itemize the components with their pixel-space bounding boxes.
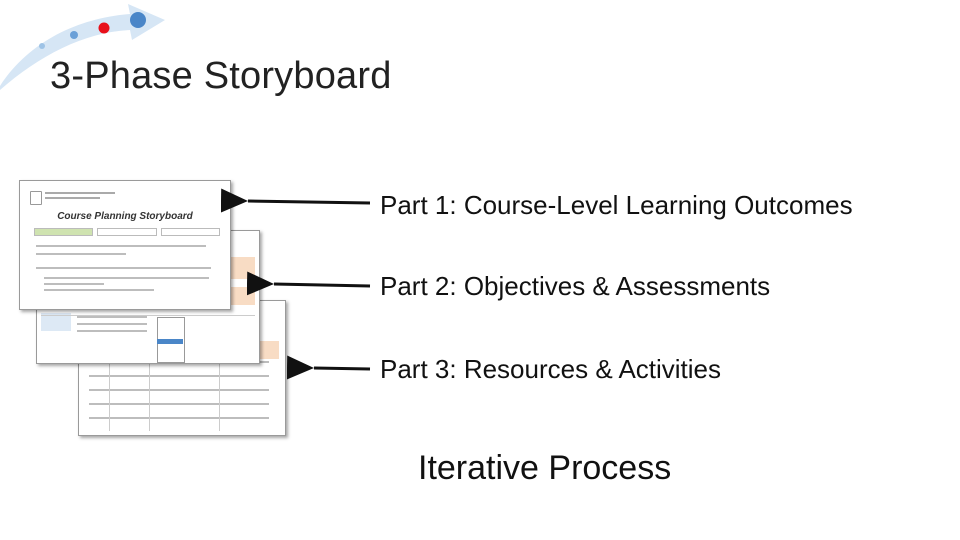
logo-text-lines	[45, 192, 115, 202]
iterative-process-label: Iterative Process	[418, 449, 672, 487]
swoosh-shape	[0, 4, 165, 90]
arrow-left-icon	[286, 355, 371, 380]
dot-decoration-icon	[70, 31, 78, 39]
swoosh-decoration	[0, 4, 165, 90]
dot-decoration-icon	[130, 12, 146, 28]
arrow-left-icon	[220, 188, 371, 213]
part-3-label: Part 3: Resources & Activities	[380, 354, 722, 384]
slide-title: 3-Phase Storyboard	[50, 55, 392, 97]
thumbnail-tabs	[34, 228, 220, 236]
part-1-label: Part 1: Course-Level Learning Outcomes	[380, 190, 853, 220]
thumbnail-title: Course Planning Storyboard	[57, 211, 193, 222]
dot-decoration-icon	[98, 22, 110, 34]
storyboard-part1-thumbnail: Course Planning Storyboard	[19, 180, 231, 310]
arrow-left-icon	[246, 271, 371, 296]
logo-icon	[30, 191, 42, 205]
part-2-label: Part 2: Objectives & Assessments	[380, 271, 771, 301]
dot-decoration-icon	[39, 43, 45, 49]
